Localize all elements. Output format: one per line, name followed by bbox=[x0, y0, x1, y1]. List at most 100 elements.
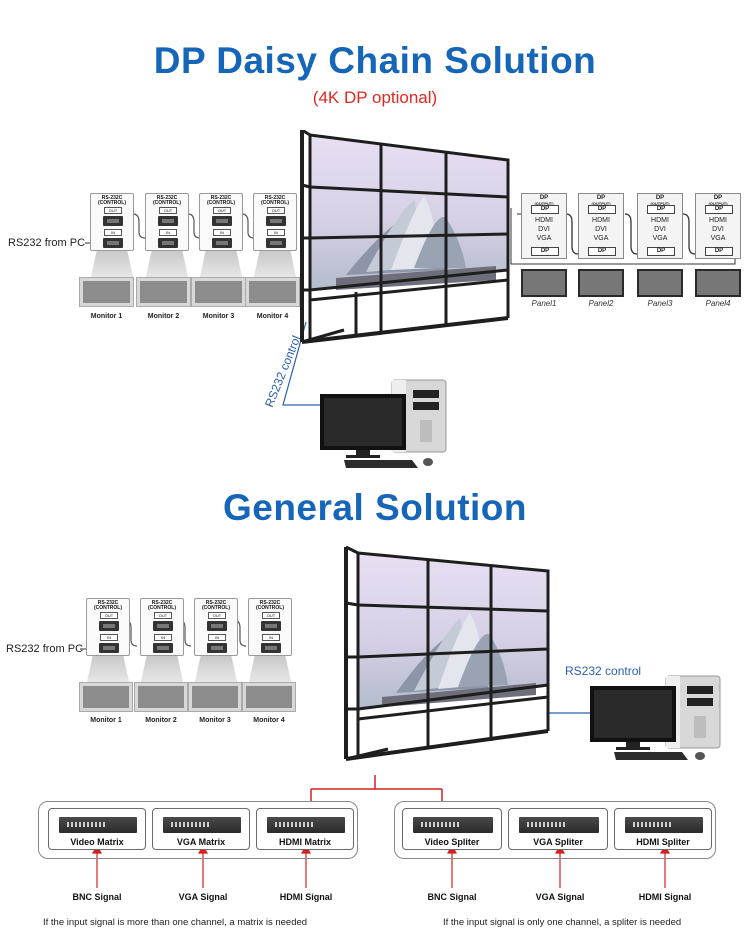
dp-port-label: DP bbox=[588, 247, 616, 256]
display-panel bbox=[521, 269, 567, 297]
dp-port-label: DP bbox=[647, 205, 675, 214]
out-port-label: OUT bbox=[100, 612, 118, 619]
rj45-jack-icon bbox=[99, 643, 119, 653]
projection-beam bbox=[253, 251, 297, 281]
monitor-label: Monitor 3 bbox=[199, 717, 231, 724]
dp-connection-box: DP(OUTPUT) DP HDMI DVI VGA DP bbox=[521, 193, 567, 259]
rj45-jack-icon bbox=[212, 238, 232, 248]
matrix-group bbox=[38, 801, 358, 859]
rj45-jack-icon bbox=[103, 216, 123, 226]
dp-connection-box: DP(OUTPUT) DP HDMI DVI VGA DP bbox=[695, 193, 741, 259]
input-label: HDMI bbox=[535, 217, 553, 224]
input-label: HDMI bbox=[592, 217, 610, 224]
video-splitter-device: Video Spliter bbox=[402, 808, 502, 850]
splitter-device-icon bbox=[519, 817, 599, 833]
matrix-device-icon bbox=[267, 817, 345, 833]
rj45-jack-icon bbox=[99, 621, 119, 631]
monitor-label: Monitor 4 bbox=[256, 313, 289, 320]
hdmi-matrix-device: HDMI Matrix bbox=[256, 808, 354, 850]
in-port-label: IN bbox=[154, 634, 172, 641]
control-box-header: RS-232C(CONTROL) bbox=[152, 195, 182, 206]
panel-label: Panel3 bbox=[647, 299, 673, 308]
device-label: Video Spliter bbox=[424, 837, 480, 847]
device-label: Video Matrix bbox=[70, 837, 124, 847]
projection-beam bbox=[140, 656, 184, 686]
out-port-label: OUT bbox=[208, 612, 226, 619]
splitter-note: If the input signal is only one channel,… bbox=[443, 917, 682, 928]
matrix-device-icon bbox=[163, 817, 241, 833]
matrix-device-icon bbox=[59, 817, 137, 833]
splitter-device-icon bbox=[413, 817, 493, 833]
dp-port-label: DP bbox=[705, 205, 733, 214]
control-box-header: RS-232C(CONTROL) bbox=[97, 195, 127, 206]
input-label: VGA bbox=[536, 235, 552, 242]
rs232c-control-box: RS-232C(CONTROL) OUT IN bbox=[253, 193, 297, 251]
matrix-note: If the input signal is more than one cha… bbox=[43, 917, 308, 928]
rj45-jack-icon bbox=[158, 216, 178, 226]
control-box-header: RS-232C(CONTROL) bbox=[255, 600, 285, 611]
rs232c-control-box: RS-232C(CONTROL) OUT IN bbox=[194, 598, 238, 656]
display-panel bbox=[578, 269, 624, 297]
projection-beam bbox=[86, 656, 130, 686]
monitor-label: Monitor 3 bbox=[202, 313, 235, 320]
video-matrix-device: Video Matrix bbox=[48, 808, 146, 850]
monitor-label: Monitor 2 bbox=[147, 313, 180, 320]
rs232-control-label: RS232 control bbox=[565, 664, 642, 678]
device-label: HDMI Matrix bbox=[278, 837, 331, 847]
rj45-jack-icon bbox=[153, 621, 173, 631]
monitor-screen bbox=[79, 682, 133, 712]
control-box-header: RS-232C(CONTROL) bbox=[201, 600, 231, 611]
signal-label: HDMI Signal bbox=[638, 892, 692, 902]
rj45-jack-icon bbox=[153, 643, 173, 653]
rs232c-control-box: RS-232C(CONTROL) OUT IN bbox=[145, 193, 189, 251]
dp-port-label: DP bbox=[705, 247, 733, 256]
rs232c-control-box: RS-232C(CONTROL) OUT IN bbox=[90, 193, 134, 251]
in-port-label: IN bbox=[262, 634, 280, 641]
desktop-pc-icon bbox=[320, 379, 447, 468]
input-label: VGA bbox=[710, 235, 726, 242]
rs232c-control-box: RS-232C(CONTROL) OUT IN bbox=[86, 598, 130, 656]
dp-port-label: DP bbox=[531, 247, 559, 256]
rj45-jack-icon bbox=[158, 238, 178, 248]
monitor-screen bbox=[79, 277, 134, 307]
rs232-from-pc-label: RS232 from PC bbox=[6, 643, 84, 655]
in-port-label: IN bbox=[100, 634, 118, 641]
input-label: DVI bbox=[654, 226, 666, 233]
dp-box-title: DP(OUTPUT) bbox=[650, 195, 670, 206]
rs232c-control-box: RS-232C(CONTROL) OUT IN bbox=[248, 598, 292, 656]
projection-beam bbox=[194, 656, 238, 686]
hdmi-splitter-device: HDMI Spliter bbox=[614, 808, 712, 850]
input-label: HDMI bbox=[709, 217, 727, 224]
projection-beam bbox=[199, 251, 243, 281]
vga-splitter-device: VGA Spliter bbox=[508, 808, 608, 850]
in-port-label: IN bbox=[267, 229, 285, 236]
top-subtitle: (4K DP optional) bbox=[312, 88, 438, 107]
monitor-label: Monitor 1 bbox=[90, 313, 123, 320]
monitor-screen bbox=[242, 682, 296, 712]
control-box-header: RS-232C(CONTROL) bbox=[147, 600, 177, 611]
panel-label: Panel1 bbox=[531, 299, 557, 308]
out-port-label: OUT bbox=[159, 207, 177, 214]
input-label: DVI bbox=[538, 226, 550, 233]
splitter-device-icon bbox=[625, 817, 703, 833]
display-panel bbox=[637, 269, 683, 297]
dp-box-title: DP(OUTPUT) bbox=[534, 195, 554, 206]
bottom-title: General Solution bbox=[222, 487, 528, 528]
panel-label: Panel2 bbox=[588, 299, 614, 308]
control-box-header: RS-232C(CONTROL) bbox=[260, 195, 290, 206]
dp-port-label: DP bbox=[588, 205, 616, 214]
projection-beam bbox=[90, 251, 134, 281]
rj45-jack-icon bbox=[266, 216, 286, 226]
monitor-screen bbox=[134, 682, 188, 712]
signal-label: BNC Signal bbox=[72, 892, 122, 902]
monitor-screen bbox=[245, 277, 300, 307]
rs232c-control-box: RS-232C(CONTROL) OUT IN bbox=[140, 598, 184, 656]
device-label: HDMI Spliter bbox=[636, 837, 690, 847]
vga-matrix-device: VGA Matrix bbox=[152, 808, 250, 850]
monitor-screen bbox=[136, 277, 191, 307]
dp-connection-box: DP(OUTPUT) DP HDMI DVI VGA DP bbox=[578, 193, 624, 259]
dp-box-title: DP(OUTPUT) bbox=[591, 195, 611, 206]
signal-label: HDMI Signal bbox=[279, 892, 333, 902]
splitter-group bbox=[394, 801, 716, 859]
video-wall bbox=[300, 130, 510, 344]
